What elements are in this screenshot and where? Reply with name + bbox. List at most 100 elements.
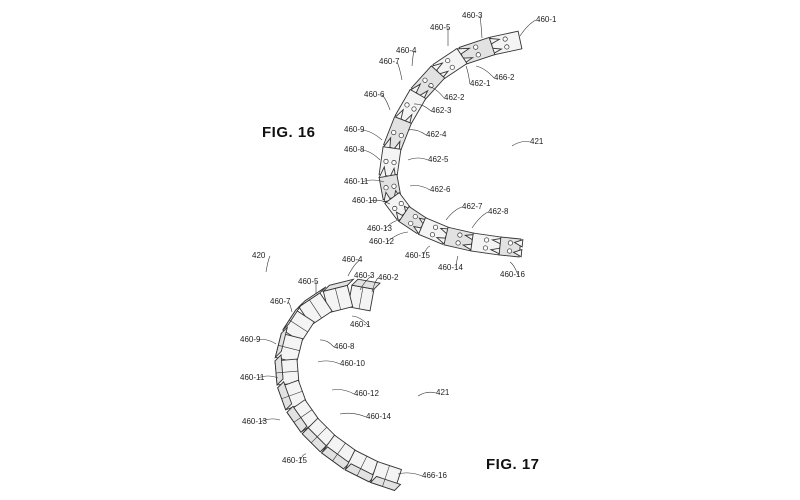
fig17-label-460-3: 460-3 <box>354 271 375 280</box>
fig16-label-460-6: 460-6 <box>364 90 385 99</box>
fig16-label-460-11: 460-11 <box>344 177 369 186</box>
fig16-label-462-4: 462-4 <box>426 130 447 139</box>
pin-hole <box>398 132 404 139</box>
fig17-label-460-5: 460-5 <box>298 277 319 286</box>
leader-line <box>331 389 355 395</box>
chain-link-side <box>282 303 303 331</box>
leader-line <box>351 315 369 326</box>
fig16-label-460-14: 460-14 <box>438 263 463 272</box>
pin-hole <box>449 64 455 70</box>
pin-hole <box>392 205 398 211</box>
leader-line <box>471 211 489 229</box>
pin-hole <box>412 214 418 220</box>
pin-hole <box>404 102 410 108</box>
fig17-label-460-12: 460-12 <box>354 389 379 398</box>
leader-line <box>411 50 415 67</box>
fig16-label-460-3: 460-3 <box>462 11 483 20</box>
pin-hole <box>433 224 439 230</box>
fig16-label-462-2: 462-2 <box>444 93 465 102</box>
leader-line <box>339 412 367 418</box>
pin-hole <box>429 232 435 238</box>
pin-hole <box>391 129 397 136</box>
pin-hole <box>422 77 428 83</box>
fig17-chain-drawing <box>274 278 403 492</box>
link-seam <box>356 456 368 476</box>
link-seam <box>276 370 298 374</box>
chain-link-side <box>286 405 308 434</box>
fig16-label-460-8: 460-8 <box>344 145 365 154</box>
leader-line <box>409 185 431 191</box>
chain-link-side <box>369 475 402 491</box>
fig16-label-466-2: 466-2 <box>494 73 515 82</box>
fig17-label-460-1: 460-1 <box>350 320 371 329</box>
chain-link-side <box>277 380 293 411</box>
leader-line <box>397 472 423 477</box>
link-seam <box>293 409 313 423</box>
leader-line <box>299 453 307 462</box>
fig17-label-466-16: 466-16 <box>422 471 447 480</box>
leader-line <box>519 19 537 37</box>
fig16-label-460-4: 460-4 <box>396 46 417 55</box>
chain-link-side <box>274 325 289 359</box>
leader-line <box>509 261 519 276</box>
leader-line <box>407 157 429 161</box>
leader-line <box>361 149 381 161</box>
fig16-title: FIG. 16 <box>262 124 316 141</box>
chain-link-side <box>351 278 381 290</box>
chain-link-side <box>321 278 355 293</box>
fig16-label-462-5: 462-5 <box>428 155 449 164</box>
chain-link-side <box>274 353 284 386</box>
leader-line <box>361 129 383 141</box>
pin-hole <box>455 240 461 246</box>
leader-line <box>396 61 403 81</box>
fig16-label-460-7: 460-7 <box>379 57 400 66</box>
link-seam <box>309 299 322 319</box>
leader-line <box>427 85 445 99</box>
fig17-label-460-14: 460-14 <box>366 412 391 421</box>
fig17-label-460-2: 460-2 <box>378 273 399 282</box>
pin-hole <box>507 248 513 254</box>
leader-line <box>317 360 341 365</box>
leader-line <box>455 255 459 269</box>
leader-line <box>371 277 379 293</box>
leader-line <box>265 255 271 273</box>
fig17-label-460-11: 460-11 <box>240 373 265 382</box>
leader-line <box>369 199 391 205</box>
leader-line <box>381 94 391 111</box>
fig16-label-462-6: 462-6 <box>430 185 451 194</box>
fig17-label-421: 421 <box>436 388 450 397</box>
pin-hole <box>502 36 508 42</box>
leader-line <box>407 129 427 136</box>
leader-line <box>445 206 463 221</box>
pin-hole <box>411 106 417 112</box>
leader-line <box>384 219 401 230</box>
leader-line <box>257 339 277 345</box>
fig16-chain-drawing <box>378 30 524 258</box>
leader-line <box>475 65 495 79</box>
chain-link-tab <box>513 239 524 248</box>
leader-line <box>347 259 361 277</box>
chain-link-tab <box>512 248 523 258</box>
leader-line <box>259 418 281 423</box>
leader-line <box>361 179 385 183</box>
fig16-label-462-7: 462-7 <box>462 202 483 211</box>
fig16-label-462-3: 462-3 <box>431 106 452 115</box>
fig16-label-460-9: 460-9 <box>344 125 365 134</box>
fig16-label-460-10: 460-10 <box>352 196 377 205</box>
pin-hole <box>383 158 389 164</box>
fig16-label-460-1: 460-1 <box>536 15 557 24</box>
fig17-label-460-13: 460-13 <box>242 417 267 426</box>
pin-hole <box>408 220 414 226</box>
pin-hole <box>473 44 479 50</box>
leader-line <box>417 391 437 397</box>
leader-line <box>465 65 471 85</box>
link-seam <box>382 465 390 487</box>
pin-hole <box>484 237 490 243</box>
pin-hole <box>504 44 510 50</box>
leader-line <box>319 339 335 348</box>
fig16-label-462-1: 462-1 <box>470 79 491 88</box>
fig16-label-460-13: 460-13 <box>367 224 392 233</box>
fig17-label-460-15: 460-15 <box>282 456 307 465</box>
link-seam <box>332 442 346 462</box>
